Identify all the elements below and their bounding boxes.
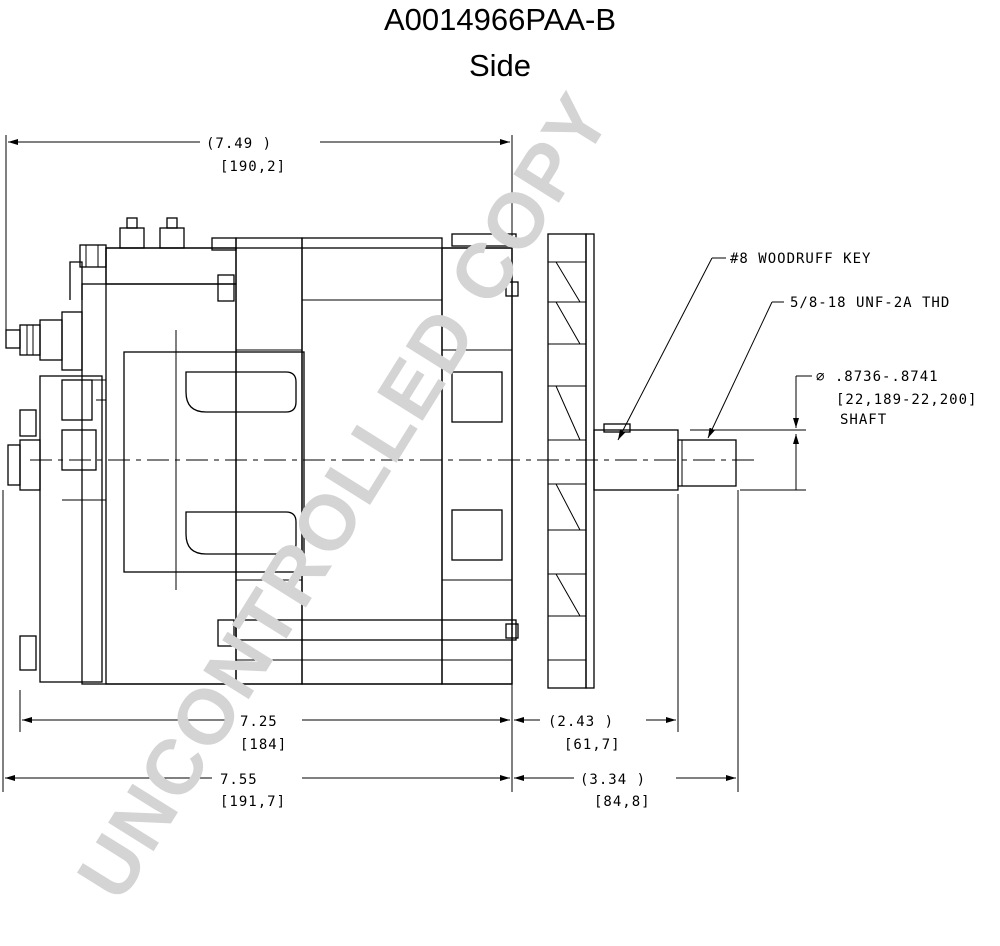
dim-shaft-key-inch: (2.43 )	[548, 714, 614, 730]
view-title: Side	[468, 48, 532, 83]
rear-housing	[7, 217, 237, 685]
dim-shaft-end-mm: [84,8]	[594, 794, 651, 810]
dim-overall-top-inch: (7.49 )	[206, 136, 272, 152]
dim-overall-bottom-mm: [191,7]	[220, 794, 286, 810]
dim-body-inch: 7.25	[240, 714, 278, 730]
part-number-title: A0014966PAA-B	[383, 2, 617, 37]
shaft	[593, 423, 737, 491]
dimension-lines	[2, 135, 812, 792]
dim-shaft-end-inch: (3.34 )	[580, 772, 646, 788]
dim-shaft-key-mm: [61,7]	[564, 737, 621, 753]
dim-overall-top-mm: [190,2]	[220, 159, 286, 175]
callout-shaft-diameter: ∅ .8736-.8741	[816, 369, 939, 385]
uncontrolled-copy-watermark: UNCONTROLLED COPY	[60, 78, 628, 914]
callout-shaft-diameter-mm: [22,189-22,200]	[836, 392, 977, 408]
dim-body-mm: [184]	[240, 737, 287, 753]
callout-thread: 5/8-18 UNF-2A THD	[790, 295, 950, 311]
callout-woodruff-key: #8 WOODRUFF KEY	[730, 251, 871, 267]
output-stud	[5, 311, 83, 371]
alternator-side-view	[5, 217, 760, 689]
cooling-fan	[547, 233, 595, 689]
dimension-labels: (7.49 ) [190,2] 7.25 [184] 7.55 [191,7] …	[206, 136, 977, 810]
callout-shaft-label: SHAFT	[840, 412, 887, 428]
dim-overall-bottom-inch: 7.55	[220, 772, 258, 788]
